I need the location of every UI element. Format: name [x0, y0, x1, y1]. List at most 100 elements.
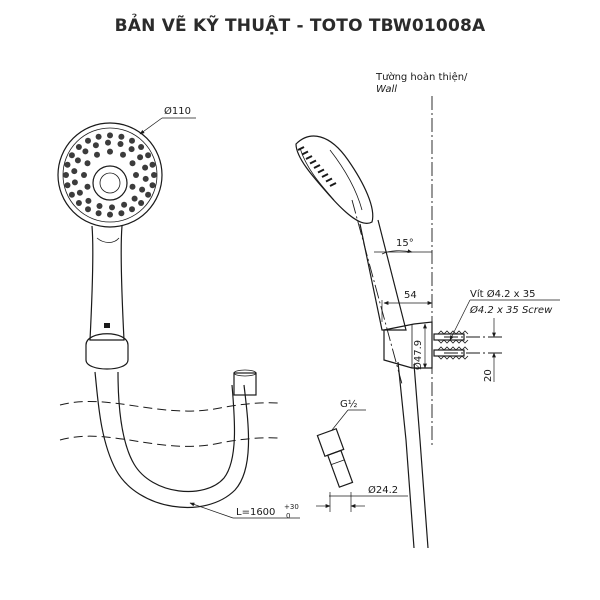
- break-line-upper: [59, 400, 279, 412]
- screw-thread: [461, 346, 469, 360]
- spray-nozzles: [63, 132, 157, 218]
- label-hose-length: L=1600: [236, 507, 275, 518]
- nozzle-dot: [85, 206, 91, 213]
- side-head-profile: [295, 135, 374, 224]
- side-view-shower: [295, 135, 433, 549]
- screw-thread: [449, 330, 457, 344]
- screw-thread: [437, 346, 445, 360]
- nozzle-dot: [142, 175, 149, 182]
- nozzle-dot: [129, 137, 135, 144]
- nozzle-dot: [118, 210, 125, 217]
- nozzle-dot: [117, 141, 124, 147]
- handle-neck-line: [96, 237, 120, 243]
- label-bracket-diameter: Ø47.9: [412, 340, 424, 370]
- screw-thread: [437, 330, 445, 344]
- nozzle-dot: [145, 191, 152, 198]
- label-screw-spacing: 20: [483, 369, 494, 382]
- nozzle-dot: [138, 144, 145, 150]
- connector-body: [326, 449, 354, 488]
- nozzle-dot: [75, 200, 82, 206]
- page-title: BẢN VẼ KỸ THUẬT - TOTO TBW01008A: [114, 16, 486, 36]
- side-handle: [359, 219, 407, 331]
- side-hose-left: [397, 361, 415, 549]
- nozzle-dot: [75, 144, 82, 150]
- nozzle-dot: [71, 179, 78, 186]
- nozzle-dot: [64, 161, 71, 168]
- spray-face-tick: [305, 155, 313, 160]
- front-view-shower: Ø110: [57, 105, 196, 370]
- screw-upper: [433, 333, 465, 341]
- nozzle-dot: [121, 201, 128, 208]
- nozzle-dot: [82, 148, 89, 155]
- nozzle-dot: [109, 204, 115, 211]
- nozzle-dot: [137, 154, 144, 161]
- shower-hose: L=1600 +30 0: [59, 369, 300, 520]
- spray-face-tick: [325, 177, 333, 183]
- side-spray-face: [297, 146, 337, 187]
- nozzle-dot: [74, 157, 81, 164]
- nozzle-dot: [131, 195, 138, 202]
- nozzle-dot: [68, 152, 75, 159]
- screw-thread: [449, 346, 457, 360]
- label-connector-diameter: Ø24.2: [368, 484, 398, 496]
- nozzle-dot: [149, 161, 156, 168]
- nozzle-dot: [64, 182, 71, 189]
- spray-face-tick: [301, 150, 309, 156]
- shower-head-outline: [57, 122, 163, 228]
- holder-clip: [85, 333, 129, 370]
- nozzle-dot: [81, 172, 87, 178]
- nozzle-dot: [142, 164, 149, 171]
- wall-screws: [433, 330, 469, 360]
- mode-selector-center: [99, 172, 121, 194]
- nozzle-dot: [85, 137, 91, 144]
- nozzle-dot: [107, 211, 113, 218]
- side-hose-right: [413, 363, 429, 549]
- screw-thread: [443, 346, 451, 360]
- label-head-diameter: Ø110: [164, 105, 191, 117]
- nozzle-dot: [118, 133, 125, 140]
- nozzle-dot: [84, 183, 91, 190]
- spray-face-tick: [321, 173, 329, 178]
- nozzle-dot: [96, 203, 103, 209]
- nozzle-dot: [133, 172, 139, 178]
- screw-thread: [461, 330, 469, 344]
- spray-face-tick: [329, 182, 337, 187]
- label-angle: 15°: [396, 238, 414, 249]
- nozzle-dot: [71, 168, 78, 175]
- nozzle-dot: [151, 172, 157, 178]
- nozzle-dot: [63, 172, 69, 178]
- spray-face-tick: [309, 159, 317, 165]
- hose-outer-wall: [94, 371, 250, 509]
- nozzle-dot: [94, 151, 100, 158]
- nozzle-dot: [84, 160, 91, 167]
- nozzle-dot: [120, 151, 126, 158]
- hose-connector: [316, 427, 354, 488]
- nozzle-dot: [138, 200, 145, 206]
- hose-nut: [233, 372, 257, 396]
- nozzle-dot: [95, 133, 102, 140]
- label-wall-en: Wall: [376, 84, 397, 95]
- nozzle-dot: [92, 142, 99, 149]
- handle-centerline: [351, 199, 403, 385]
- connector-nut: [316, 427, 345, 458]
- label-screw-vi: Vít Ø4.2 x 35: [470, 288, 536, 300]
- label-tolerance-upper: +30: [284, 503, 299, 511]
- break-line-lower: [59, 435, 279, 447]
- nozzle-dot: [107, 148, 113, 155]
- nozzle-dot: [76, 189, 83, 196]
- nozzle-dot: [139, 186, 146, 193]
- handle-outline: [89, 225, 125, 341]
- label-offset: 54: [404, 290, 417, 301]
- label-thread: G½: [340, 398, 358, 410]
- nozzle-dot: [129, 183, 136, 190]
- nozzle-dot: [149, 182, 156, 189]
- clip-indicator: [104, 323, 110, 328]
- nozzle-dot: [95, 210, 102, 217]
- label-wall-vi: Tường hoàn thiện/: [375, 71, 468, 83]
- nozzle-dot: [145, 152, 152, 159]
- nozzle-dot: [107, 132, 113, 139]
- screw-lower: [433, 349, 465, 357]
- spray-face-tick: [297, 146, 305, 151]
- spray-face-tick: [317, 168, 325, 174]
